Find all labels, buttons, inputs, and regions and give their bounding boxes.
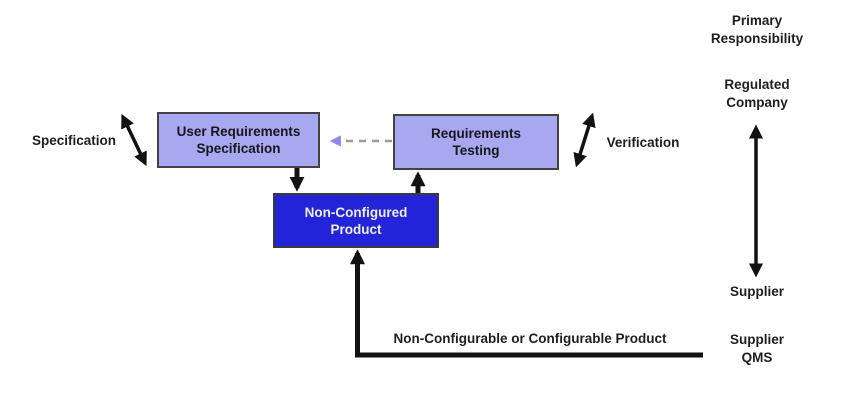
- non-configured-product-label: Non-Configured Product: [304, 204, 408, 237]
- non-configured-product-box: Non-Configured Product: [273, 193, 439, 248]
- requirements-testing-label: Requirements Testing: [430, 126, 522, 158]
- user-requirements-specification-label: User Requirements Specification: [176, 124, 301, 156]
- user-requirements-specification-box: User Requirements Specification: [157, 112, 320, 168]
- verification-label: Verification: [606, 135, 680, 150]
- regulated-company-label: Regulated Company: [724, 77, 790, 110]
- primary-responsibility-label: Primary Responsibility: [710, 13, 804, 46]
- qms-to-product-arrow-icon: [350, 249, 703, 358]
- specification-label: Specification: [31, 133, 117, 148]
- product-flow-label: Non-Configurable or Configurable Product: [393, 331, 667, 346]
- spec-double-arrow-icon: [121, 113, 147, 167]
- supplier-label: Supplier: [729, 284, 784, 299]
- requirements-testing-box: Requirements Testing: [393, 114, 559, 170]
- verification-double-arrow-icon: [573, 112, 596, 168]
- supplier-qms-label: Supplier QMS: [729, 332, 784, 365]
